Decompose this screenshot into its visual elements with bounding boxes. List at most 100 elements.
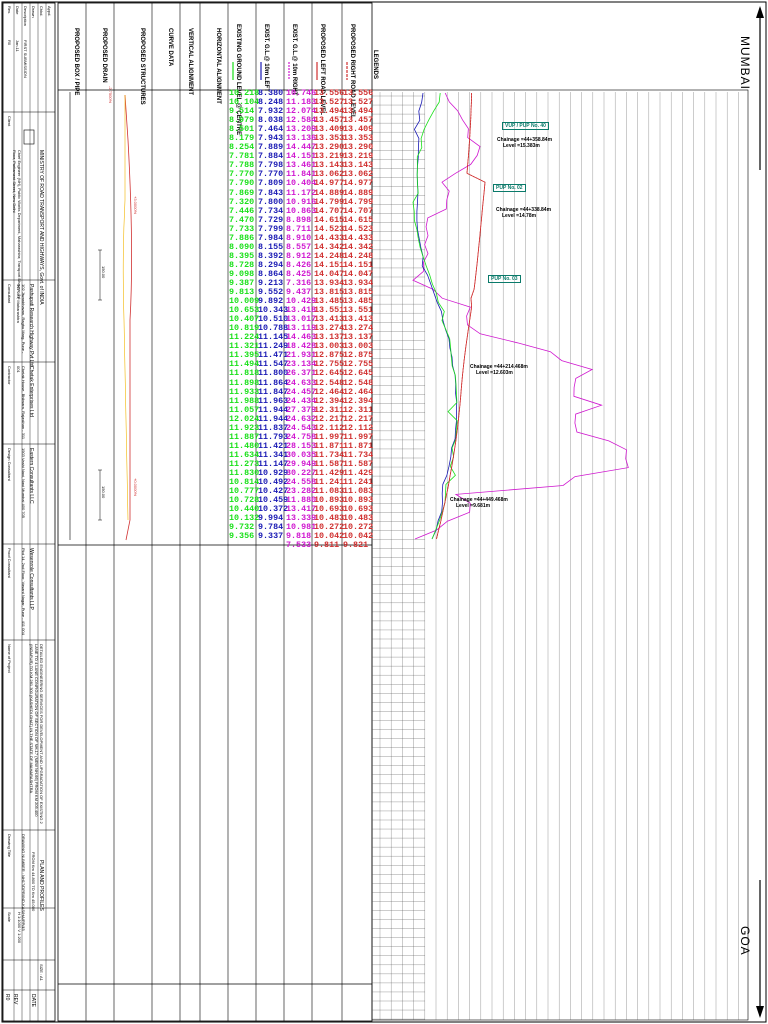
revision-header-checked: Chkd. bbox=[39, 6, 44, 17]
profile-line bbox=[412, 92, 629, 540]
level-value: 11.963 bbox=[258, 395, 289, 406]
designer-address: 1903 Vashi Navi, Navi Mumbai 400 705 bbox=[21, 448, 26, 518]
level-value: 12.112 bbox=[314, 422, 345, 433]
level-value: 11.944 bbox=[258, 413, 289, 424]
level-value: 14.151 bbox=[343, 259, 374, 270]
level-value: 13.417 bbox=[286, 504, 317, 515]
level-value: 11.547 bbox=[258, 359, 289, 370]
level-value: 14.977 bbox=[314, 178, 345, 189]
level-value: 12.311 bbox=[314, 404, 345, 415]
revision-header-rev: Rev. bbox=[7, 6, 12, 14]
level-value: 7.984 bbox=[258, 232, 284, 243]
level-value: 11.634 bbox=[229, 449, 260, 460]
level-label-1: Level =15.383m bbox=[503, 143, 540, 149]
structure-box-3: PUP No. 03 bbox=[488, 275, 521, 283]
level-value: 7.884 bbox=[258, 151, 284, 162]
level-value: 11.988 bbox=[229, 395, 260, 406]
chainage-label-2: Chainage =44+338.84m bbox=[496, 207, 552, 213]
level-value: 13.413 bbox=[314, 314, 345, 325]
level-value: 10.916 bbox=[286, 196, 317, 207]
level-value: 30.035 bbox=[286, 449, 317, 460]
level-value: 7.446 bbox=[229, 205, 255, 216]
level-value: 7.729 bbox=[258, 214, 284, 225]
client-label: Client bbox=[7, 116, 12, 127]
level-value: 7.943 bbox=[258, 133, 284, 144]
level-value: 14.889 bbox=[314, 187, 345, 198]
vertical-curve-length-2: 150.00 bbox=[101, 486, 106, 499]
level-value: 13.339 bbox=[286, 513, 317, 524]
level-value: 7.932 bbox=[258, 106, 284, 117]
level-value: 11.880 bbox=[286, 495, 317, 506]
level-value: 8.910 bbox=[286, 232, 312, 243]
level-value: 13.815 bbox=[314, 287, 345, 298]
revision-header-approved: Appd. bbox=[47, 6, 52, 17]
level-value: 13.209 bbox=[286, 124, 317, 135]
level-value: 11.818 bbox=[229, 368, 260, 379]
level-value: 9.552 bbox=[258, 287, 284, 298]
level-value: 11.793 bbox=[258, 431, 289, 442]
level-value: 11.395 bbox=[229, 350, 260, 361]
level-value: 13.551 bbox=[343, 305, 374, 316]
level-value: 11.587 bbox=[343, 458, 374, 469]
chainage-label-3: Chainage =44+214.468m bbox=[470, 364, 528, 370]
level-value: 18.428 bbox=[286, 341, 317, 352]
level-value: 10.483 bbox=[343, 513, 374, 524]
level-value: 10.746 bbox=[286, 88, 317, 98]
drawing-title-label: Drawing Title bbox=[7, 834, 12, 858]
level-value: 8.294 bbox=[258, 259, 284, 270]
level-value: 13.137 bbox=[343, 332, 374, 343]
level-value: 24.457 bbox=[286, 386, 317, 397]
level-value: 10.009 bbox=[229, 296, 260, 307]
level-value: 7.533 bbox=[286, 540, 312, 551]
level-value: 7.788 bbox=[229, 160, 255, 171]
level-value: 11.933 bbox=[229, 386, 260, 397]
level-value: 9.811 bbox=[314, 540, 340, 551]
level-value: 13.119 bbox=[286, 323, 317, 334]
level-value: 11.887 bbox=[229, 431, 260, 442]
level-value: 14.523 bbox=[314, 223, 345, 234]
north-direction-label: MUMBAI bbox=[738, 36, 752, 90]
row-header-box: PROPOSED BOX / PIPE bbox=[73, 28, 79, 96]
consultant-name: Pashupati Research Highway Pvt Ltd bbox=[28, 284, 34, 367]
level-value: 10.483 bbox=[314, 513, 345, 524]
structure-box-2: PUP No. 02 bbox=[493, 184, 526, 192]
level-value: 12.112 bbox=[343, 422, 374, 433]
south-direction-label: GOA bbox=[738, 926, 752, 956]
level-value: 9.818 bbox=[286, 531, 312, 542]
level-value: 24.558 bbox=[286, 477, 317, 488]
level-value: 11.147 bbox=[258, 458, 289, 469]
level-value: 11.083 bbox=[314, 486, 345, 497]
level-value: 12.464 bbox=[314, 386, 345, 397]
designer-name: Eastern Consultants LLC bbox=[28, 448, 34, 504]
level-value: 8.395 bbox=[229, 250, 255, 261]
level-value: 9.514 bbox=[229, 106, 255, 117]
level-value: 8.254 bbox=[229, 142, 255, 153]
grade-label-1: +3.0000% bbox=[133, 196, 138, 215]
project-name: DETAILED ENGINEERING SERVICES FOR DEVELO… bbox=[29, 644, 44, 824]
level-value: 7.843 bbox=[258, 187, 284, 198]
level-value: 11.494 bbox=[229, 359, 260, 370]
level-value: 8.425 bbox=[286, 268, 312, 279]
level-value: 12.394 bbox=[343, 395, 374, 406]
level-value: 14.433 bbox=[343, 232, 374, 243]
level-value: 11.841 bbox=[286, 169, 317, 180]
level-value: 11.997 bbox=[343, 431, 374, 442]
level-value: 10.404 bbox=[286, 178, 317, 189]
row-header-drain: PROPOSED DRAIN bbox=[101, 28, 107, 83]
level-value: 29.949 bbox=[286, 458, 317, 469]
contractor-name: Chetak Enterprises Ltd bbox=[28, 366, 34, 417]
designer-label: Design Consultant bbox=[7, 448, 12, 481]
level-value: 12.217 bbox=[314, 413, 345, 424]
level-value: 8.426 bbox=[286, 259, 312, 270]
level-value: 28.153 bbox=[286, 440, 317, 451]
level-value: 13.062 bbox=[343, 169, 374, 180]
revision-row-rev: R0 bbox=[7, 40, 12, 46]
level-value: 12.074 bbox=[286, 106, 317, 117]
level-value: 21.931 bbox=[286, 350, 317, 361]
level-label-2: Level =14.78m bbox=[502, 213, 537, 219]
legend-item-left: EXIST. G.L.@ 10m LEFT bbox=[263, 24, 269, 92]
level-value: 14.707 bbox=[343, 205, 374, 216]
level-value: 13.003 bbox=[343, 341, 374, 352]
